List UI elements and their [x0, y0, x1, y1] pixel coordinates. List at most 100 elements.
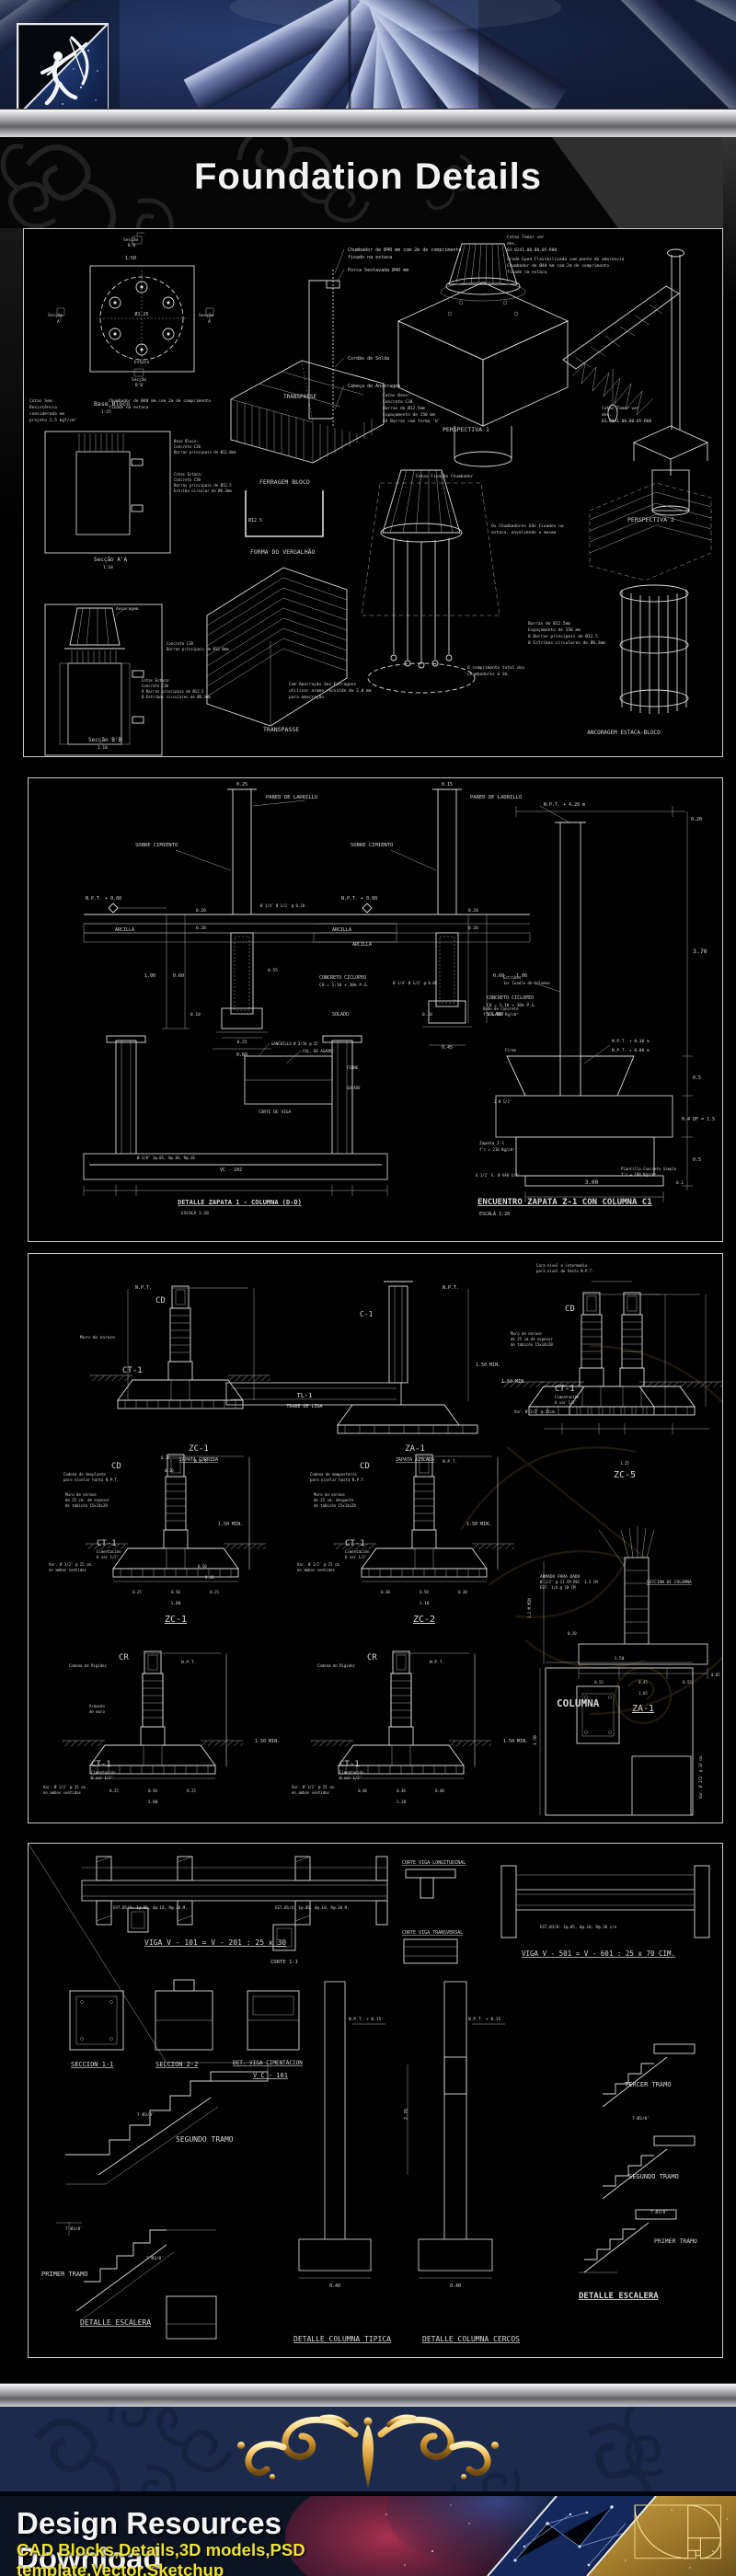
cad-label: CONCRETO CICLOPEO: [487, 995, 534, 1001]
cad-label: Var. Ø 1/2″ @ 25cm.: [514, 1409, 557, 1414]
cad-label: Muro de enrase: [80, 1335, 115, 1340]
cad-label: Secção B'B: [88, 737, 122, 743]
cad-label: para amarração.: [289, 695, 327, 700]
cad-label: 44 Barras com forma 'U': [383, 419, 440, 424]
cad-label: EST. 1/4 @ 10 CM: [540, 1585, 576, 1590]
cad-label: Var. Ø 1/2″ @ 10 cm.: [698, 1754, 703, 1799]
cad-label: 0.20: [161, 1455, 170, 1460]
cad-label: en ambos sentidos: [43, 1790, 82, 1795]
cad-label: ARCILLA: [115, 927, 134, 933]
cad-label: Com Amarração das Ferragens: [289, 682, 356, 687]
cad-label: Cimentación: [339, 1770, 364, 1775]
cad-label: A: [208, 319, 211, 325]
cad-label: 1.50 MIN.: [255, 1739, 280, 1744]
cad-label: ESCALA 1:20: [479, 1212, 510, 1217]
cad-label: Ø 1/2″ @ 11 CM REC. 3.5 CM: [540, 1580, 598, 1584]
cad-label: B'B: [128, 243, 135, 248]
archer-figure: [40, 36, 89, 106]
cad-label: Cimentación: [345, 1549, 370, 1554]
cad-label: 0.20: [468, 908, 478, 914]
cad-label: de tabicón 15x14x28: [314, 1503, 356, 1508]
cad-label: PERSPECTIVA 2: [627, 516, 674, 523]
network-graphic: [514, 2506, 627, 2566]
cad-label: 0.20: [196, 926, 206, 931]
cad-label: Cotas Estaca:: [142, 678, 170, 683]
cad-label: CT-1: [122, 1366, 143, 1375]
cad-label: f'c = 100 Kg/cm²: [621, 1172, 657, 1177]
cad-label: A: [57, 319, 60, 325]
cad-label: Barras de Ø12.5mm: [528, 620, 570, 627]
cad-label: VC - 102: [220, 1167, 242, 1173]
cad-label: 8 Barras principais de Ø12.5: [528, 633, 598, 639]
cad-label: SECCION DE COLUMNA: [647, 1580, 692, 1585]
cad-label: 0.55: [268, 968, 278, 973]
cad-label: Secção: [48, 313, 63, 318]
gold-flourish-icon: [237, 2414, 499, 2488]
cad-label: 1.00: [144, 973, 155, 979]
cad-label: 2 Ø 1/2″: [494, 1099, 512, 1104]
cad-label: ARCILLA: [332, 927, 351, 933]
cad-label: CR: [119, 1653, 129, 1662]
cad-label: Estaca: [134, 360, 150, 365]
cad-label: Estribos: [503, 975, 522, 980]
cad-label: Grade Eped Flexibilizada com ponto de ad…: [507, 257, 625, 262]
cad-label: 0.40: [329, 2283, 340, 2289]
cad-label: 0.30: [458, 1590, 467, 1594]
cad-label: Concreto C30: [142, 684, 168, 688]
cad-label: des.: [602, 412, 612, 418]
banner-subline: CAD Blocks,Details,3D models,PSD templat…: [17, 2540, 305, 2576]
cad-label: FIRME: [347, 1065, 359, 1070]
cad-label: de tabicón 15x14x28: [65, 1503, 108, 1508]
cad-label: 7 Ø3/8″: [146, 2255, 164, 2261]
cad-label: en ambos sentidos: [297, 1568, 336, 1572]
cad-label: Muro de enrase: [65, 1492, 97, 1497]
cad-label: 6 var 1/2″: [339, 1776, 362, 1780]
cad-label: 0.25: [210, 1590, 219, 1594]
cad-label: N.P.T. + 0.00 m: [612, 1048, 650, 1053]
cad-label: N.P.T. + 0.00: [341, 896, 377, 902]
cad-label: CT-1: [97, 1539, 117, 1548]
cad-label: 0.20: [196, 908, 206, 914]
cad-label: 7 Ø3/8″: [65, 2225, 83, 2232]
cad-label: CR: [367, 1653, 377, 1662]
cad-label: Ø 3/8″ 1@.05, 4@.10, R@.20: [137, 1156, 195, 1160]
cad-label: 1.00: [148, 1800, 158, 1805]
cad-label: 1:10: [103, 565, 113, 570]
cad-label: PRIMER TRAMO: [41, 2271, 88, 2278]
cad-label: DET. VIGA CIMENTACION: [233, 2060, 303, 2066]
cad-label: CORTE 1-1: [270, 1960, 298, 1965]
cad-label: ANCORAGEM ESTACA-BLOCO: [587, 730, 661, 736]
cad-label: Resistência: [29, 404, 57, 410]
cad-label: ARMADO PARA DADO: [540, 1574, 581, 1580]
silver-divider-bottom: [0, 2383, 736, 2409]
cad-label: Cotas Base:: [383, 393, 410, 398]
cad-label: SOLADO: [347, 1086, 361, 1090]
cad-label: ESCALA 1:20: [181, 1211, 209, 1216]
cad-label: Os Chumbadores São Fixados na: [491, 523, 564, 529]
cad-label: Dado de Concreto: [483, 1006, 519, 1011]
cad-label: ZA-1: [405, 1444, 425, 1454]
cad-label: 0.55: [683, 1680, 692, 1685]
cad-label: N.P.T.: [443, 1459, 457, 1465]
cad-label: f'c = 100 Kg/cm²: [483, 1012, 519, 1017]
cad-label: 1.50 MIN.: [503, 1739, 528, 1744]
cad-label: Var. Ø 1/2″ @ 25 cm.: [292, 1785, 336, 1789]
cad-label: Concreto C30: [383, 399, 413, 405]
cad-label: Cimentación: [555, 1395, 580, 1399]
cad-label: para nivel de hasta N.P.T.: [536, 1269, 594, 1273]
cad-label: 1:25: [101, 409, 111, 415]
cad-label: SOLADO: [487, 1012, 503, 1018]
cad-label: SECCION 1-1: [71, 2061, 113, 2068]
cad-label: fixado na estaca: [507, 270, 547, 275]
cad-label: TRANSPASSE: [283, 394, 317, 400]
cad-label: 0.20: [568, 1631, 577, 1636]
cad-label: PARED DE LADRILLO: [470, 795, 522, 800]
cad-label: 3.76: [693, 948, 707, 955]
cad-label: 0.50: [148, 1788, 157, 1793]
cad-label: 0.25: [187, 1788, 196, 1793]
cad-label: Ancoragem: [116, 606, 139, 612]
cad-label: 1.50 MIN.: [466, 1522, 491, 1527]
cad-label: 0.30: [165, 1468, 174, 1473]
cad-label: ZC-5: [614, 1470, 636, 1480]
